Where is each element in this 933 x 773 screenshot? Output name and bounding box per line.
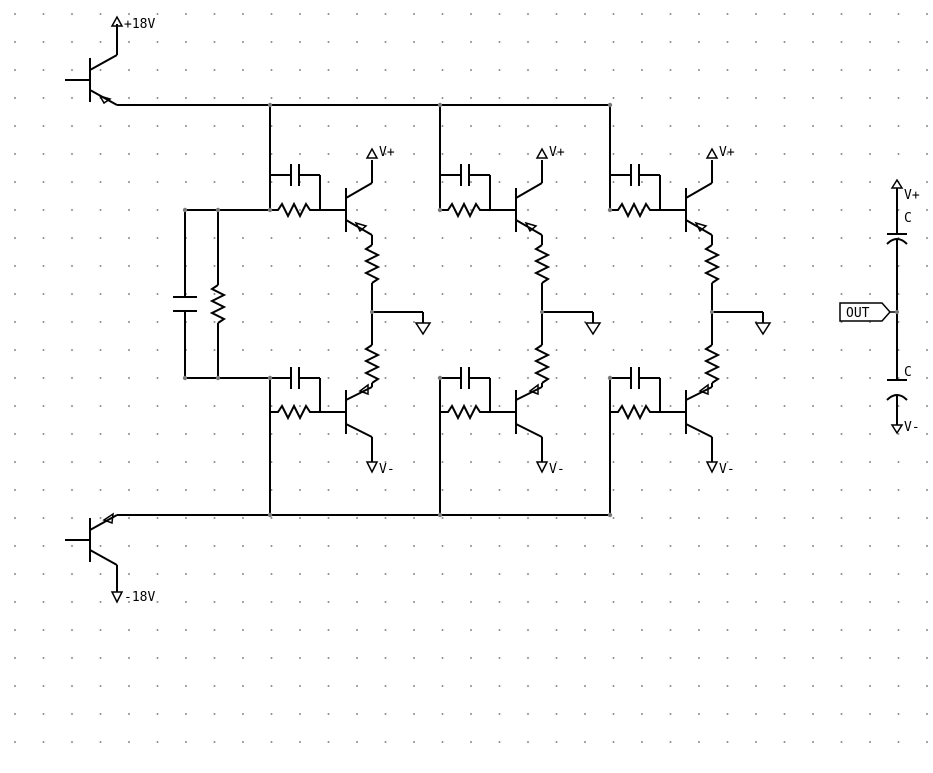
pos-18v-label: +18V <box>124 17 155 32</box>
output-stage-2[interactable]: V+ V- <box>437 102 602 518</box>
neg-18v-terminal: -18V <box>110 590 155 605</box>
output-port-label: OUT <box>846 306 870 321</box>
neg-18v-label: -18V <box>124 590 155 605</box>
output-stage-3[interactable]: V+ V- <box>607 102 772 518</box>
vplus-label: V+ <box>379 145 395 160</box>
output-vplus-label: V+ <box>904 188 920 203</box>
output-cap-label-bottom: C <box>904 365 912 380</box>
vminus-label: V- <box>719 462 735 477</box>
vminus-label: V- <box>549 462 565 477</box>
output-port[interactable] <box>839 302 892 322</box>
vplus-label: V+ <box>719 145 735 160</box>
pos-18v-terminal: +18V <box>110 15 155 32</box>
output-stage-1[interactable]: V+ V- <box>267 102 432 518</box>
output-vminus-label: V- <box>904 420 920 435</box>
vplus-label: V+ <box>549 145 565 160</box>
output-cap-label-top: C <box>904 211 912 226</box>
input-network[interactable] <box>173 209 270 379</box>
bottom-driver-transistor[interactable] <box>65 512 118 592</box>
output-section[interactable]: V+ C C V- OUT <box>839 178 920 435</box>
top-driver-transistor[interactable] <box>65 24 118 106</box>
output-stages: V+ V- V+ V- V+ V- <box>267 102 772 518</box>
vminus-label: V- <box>379 462 395 477</box>
